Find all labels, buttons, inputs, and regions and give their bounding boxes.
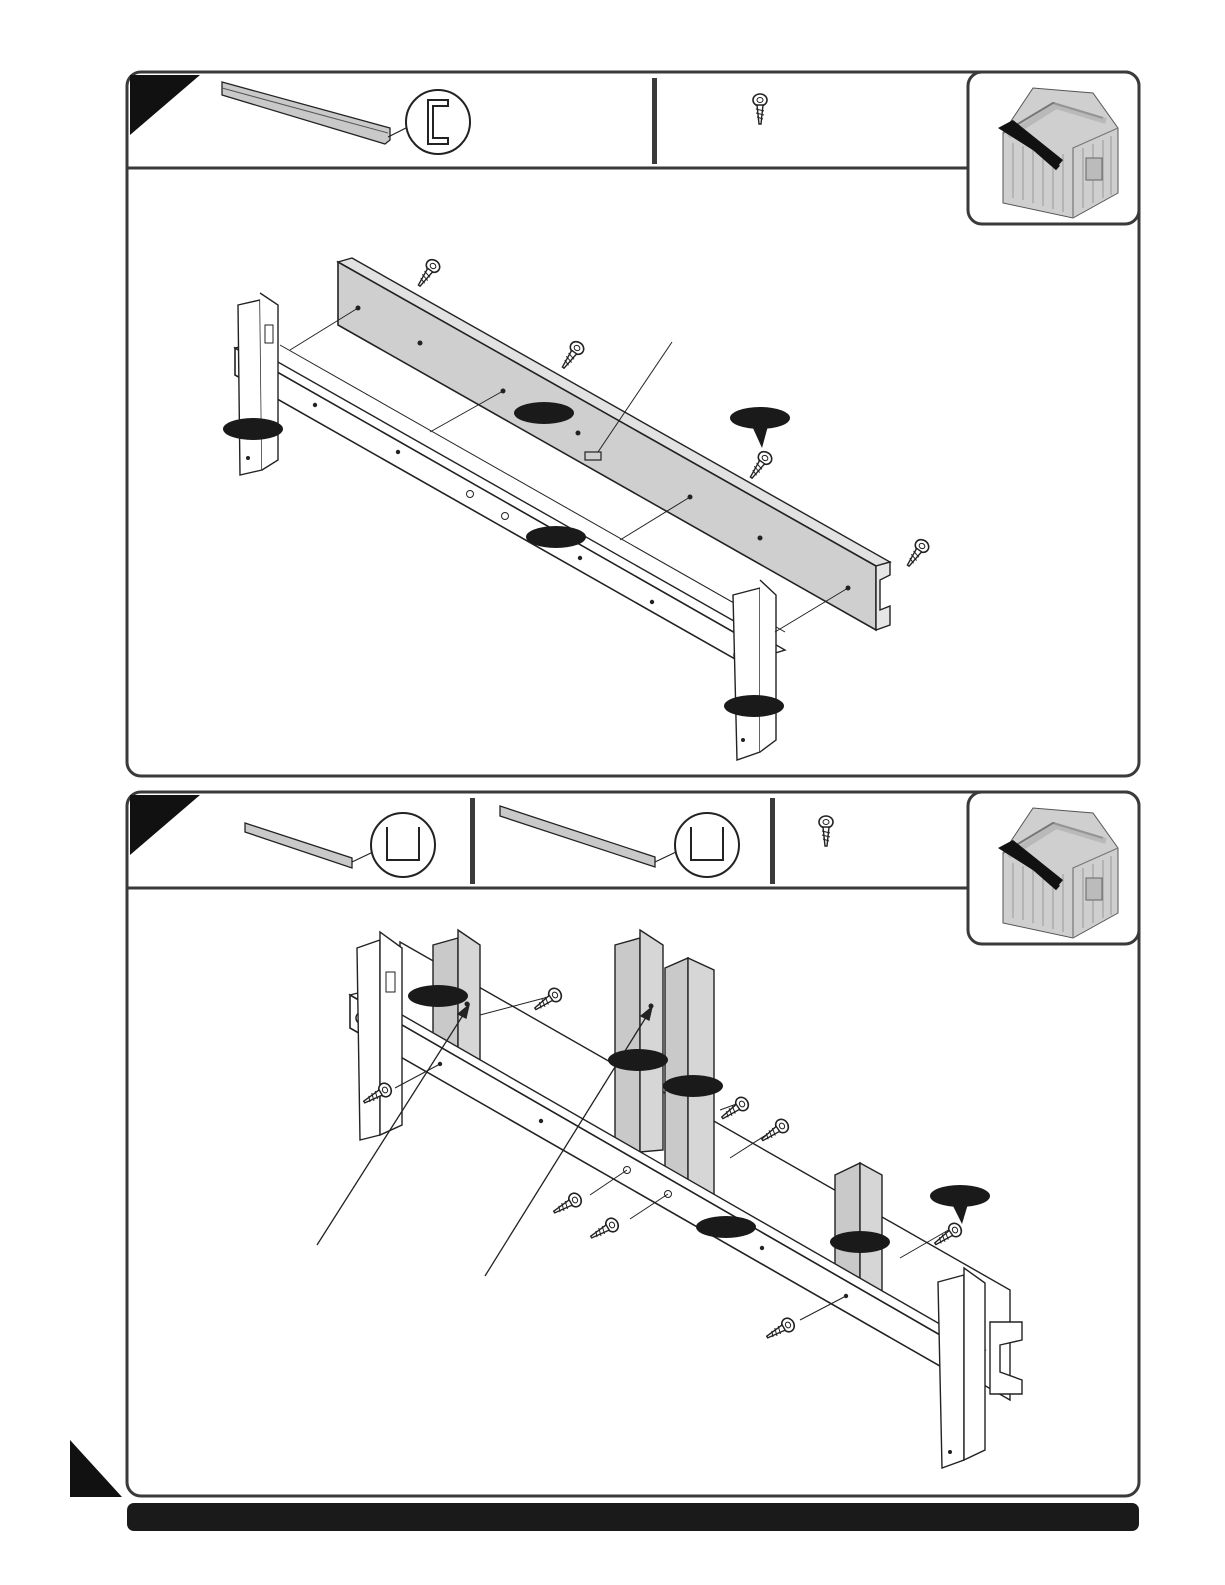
white-post-left xyxy=(357,932,402,1140)
screw xyxy=(758,1117,791,1146)
screw xyxy=(551,1191,584,1218)
u-channel-short-part-icon xyxy=(245,813,435,877)
shed-frame-thumbnail xyxy=(968,792,1139,944)
part-label-ovals xyxy=(223,402,790,717)
u-channel-long-part-icon xyxy=(500,806,739,877)
screw xyxy=(931,1221,964,1250)
screw-part-icon xyxy=(753,94,767,124)
screw xyxy=(414,257,443,290)
c-channel-part-icon xyxy=(222,82,470,154)
step-1-panel xyxy=(127,72,1139,776)
screw xyxy=(558,339,587,372)
post-left xyxy=(238,293,278,475)
step-2-panel xyxy=(127,792,1139,1496)
screw-part-icon xyxy=(819,816,833,846)
screw xyxy=(746,449,775,482)
screw xyxy=(588,1216,621,1243)
step-2-corner-marker xyxy=(130,795,200,855)
white-post-right xyxy=(938,1268,985,1468)
shed-frame-thumbnail xyxy=(968,72,1139,224)
footer-bar xyxy=(127,1503,1139,1531)
screw xyxy=(764,1316,797,1343)
page-corner-marker xyxy=(70,1440,122,1497)
step-1-corner-marker xyxy=(130,75,200,135)
post-right xyxy=(733,580,776,760)
screw xyxy=(903,537,932,570)
